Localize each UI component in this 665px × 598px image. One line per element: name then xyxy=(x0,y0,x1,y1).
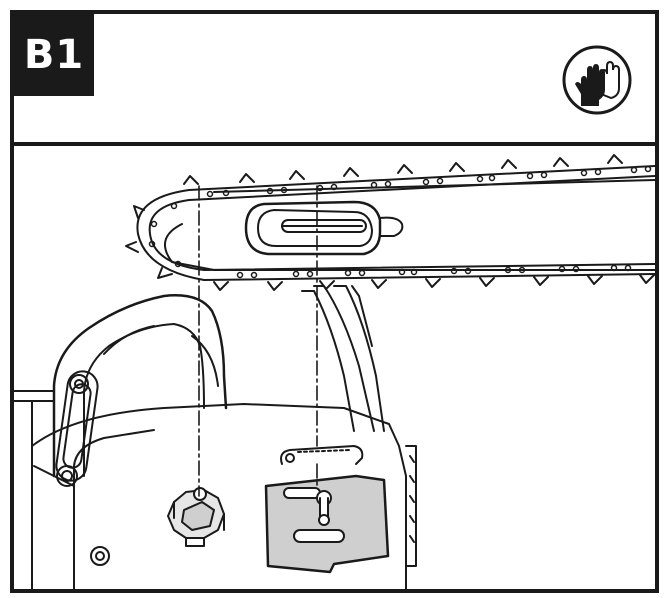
alignment-lines xyxy=(198,185,318,497)
tension-bracket xyxy=(280,445,364,465)
guide-bar xyxy=(163,179,655,271)
sprocket-nut xyxy=(167,487,225,547)
saw-chain xyxy=(125,154,655,291)
chainsaw-illustration xyxy=(14,154,655,589)
gloves-icon xyxy=(561,44,633,116)
mounting-plate xyxy=(264,474,390,574)
illustration-panel xyxy=(14,146,655,589)
step-badge: B1 xyxy=(14,14,94,96)
guide-arm xyxy=(301,285,385,432)
handle-bar xyxy=(52,294,228,487)
step-header: B1 xyxy=(14,14,655,146)
instruction-frame: B1 xyxy=(10,10,659,593)
chain-links xyxy=(148,165,652,279)
